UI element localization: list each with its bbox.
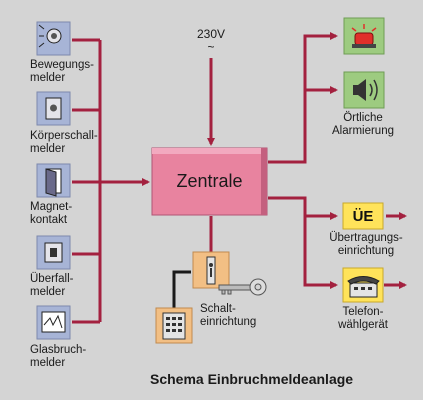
output-box-transmission	[342, 202, 384, 230]
label-uebertragungseinrichtung: Übertragungs- einrichtung	[318, 232, 414, 258]
label-line: melder	[30, 72, 66, 84]
label-schalteinrichtung: Schalt- einrichtung	[200, 303, 256, 329]
sensor-box-glasbruchmelder	[36, 305, 71, 340]
label-line: Überfall-	[30, 273, 74, 285]
label-line: melder	[30, 357, 66, 369]
sensor-box-koerperschallmelder	[36, 91, 71, 126]
label-line: Örtliche	[343, 112, 383, 124]
label-koerperschallmelder: Körperschall- melder	[30, 130, 98, 156]
sensor-box-magnetkontakt	[36, 163, 71, 198]
keypad-box	[155, 307, 193, 344]
power-voltage: 230V	[196, 27, 226, 41]
label-bewegungsmelder: Bewegungs- melder	[30, 59, 94, 85]
label-line: melder	[30, 286, 66, 298]
power-symbol: ~	[207, 40, 215, 54]
label-line: einrichtung	[337, 245, 395, 257]
label-line: Übertragungs-	[329, 232, 403, 244]
label-line: Bewegungs-	[30, 59, 94, 71]
label-line: Alarmierung	[332, 125, 394, 137]
label-line: wählgerät	[338, 319, 388, 331]
central-unit-label: Zentrale	[176, 171, 243, 191]
wire-siren	[268, 32, 338, 164]
label-magnetkontakt: Magnet- kontakt	[30, 201, 72, 227]
label-line: kontakt	[30, 214, 68, 226]
sensor-box-ueberfallmelder	[36, 235, 71, 270]
key-icon	[218, 278, 267, 296]
wire-switch-to-keypad	[172, 270, 191, 308]
switch-lock-box	[192, 251, 230, 289]
central-unit-shape	[151, 147, 268, 216]
diagram-caption: Schema Einbruchmeldeanlage	[150, 371, 354, 387]
transmission-badge: ÜE	[352, 207, 374, 225]
label-line: einrichtung	[200, 316, 257, 328]
label-line: Schalt-	[200, 303, 236, 315]
power-label: 230V ~	[185, 28, 237, 54]
wire-phone-dialer	[268, 196, 338, 289]
output-box-speaker	[343, 71, 385, 109]
label-glasbruchmelder: Glasbruch- melder	[30, 344, 86, 370]
label-line: Magnet-	[30, 201, 73, 213]
output-box-phone	[342, 267, 384, 303]
label-telefonwaehlgeraet: Telefon- wählgerät	[318, 306, 408, 332]
output-box-siren	[343, 17, 385, 55]
sensor-box-bewegungsmelder	[36, 21, 71, 56]
label-line: Körperschall-	[30, 130, 98, 142]
label-oertliche-alarmierung: Örtliche Alarmierung	[318, 112, 408, 138]
wiring	[72, 32, 407, 324]
label-ueberfallmelder: Überfall- melder	[30, 273, 73, 299]
label-line: Telefon-	[342, 306, 384, 318]
label-line: Glasbruch-	[30, 344, 87, 356]
label-line: melder	[30, 143, 66, 155]
